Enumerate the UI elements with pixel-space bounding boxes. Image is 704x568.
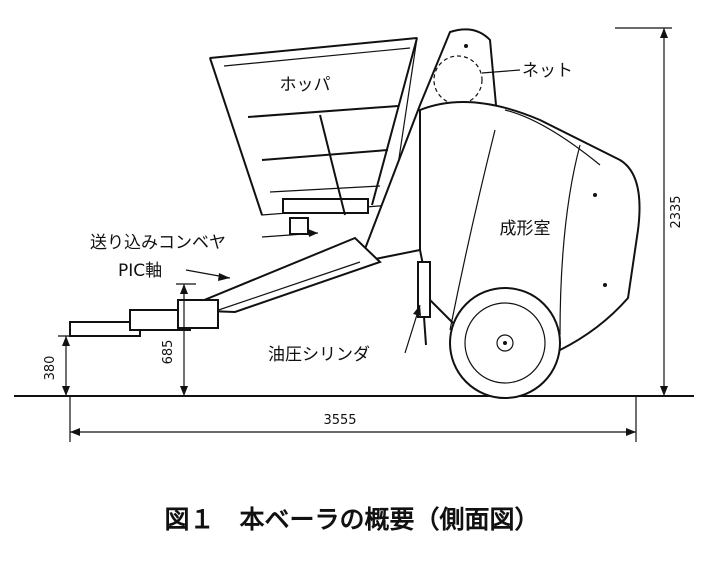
dimension-hitch-height: 380 [43,335,80,396]
wheel [449,287,561,399]
hopper-label: ホッパ [280,75,331,95]
figure-caption: 図１ 本ベーラの概要（側面図） [164,505,539,534]
overall-height-value: 2335 [669,195,684,228]
overall-length-value: 3555 [323,413,356,428]
bale-chamber [419,101,641,352]
dimension-overall-length: 3555 [69,396,637,442]
net-label: ネット [522,61,573,81]
conveyor-label: 送り込みコンベヤ [90,233,226,253]
leader-lines [185,69,521,354]
hitch-height-value: 380 [43,356,58,381]
chamber-label: 成形室 [500,219,551,239]
hydraulic-cylinder [417,261,431,346]
dimension-overall-height: 2335 [615,27,684,396]
drawbar [69,299,219,337]
hopper [209,37,418,216]
pic-height-value: 685 [161,340,176,365]
cylinder-label: 油圧シリンダ [268,345,370,365]
pic-shaft-label: PIC軸 [118,261,162,281]
dimension-pic-height: 685 [161,283,196,396]
